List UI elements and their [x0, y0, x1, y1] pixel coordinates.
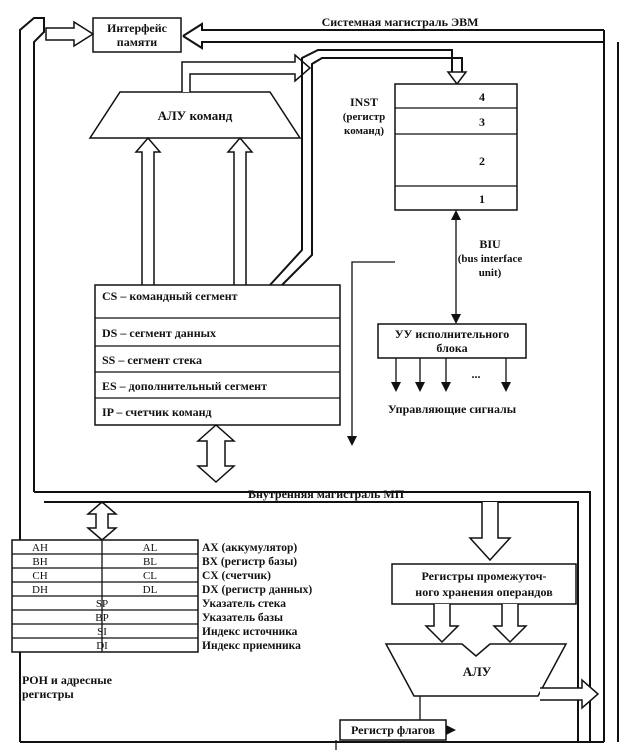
- segment-registers-block: [94, 284, 341, 426]
- gp-sp: SP: [96, 598, 108, 610]
- memory-interface-label-1: Интерфейс: [107, 21, 168, 35]
- seg-bus-double-arrow: [196, 423, 236, 484]
- biu-label-1: BIU: [479, 237, 501, 251]
- control-unit-box: [377, 323, 527, 359]
- gp-desc-sp: Указатель стека: [202, 598, 286, 610]
- alu-commands-label: АЛУ команд: [158, 108, 233, 123]
- gp-caption-2: регистры: [22, 687, 74, 701]
- gp-caption-1: РОН и адресные: [22, 673, 113, 687]
- memory-interface-box: [92, 17, 182, 53]
- seg-reg-cs: CS – командный сегмент: [102, 289, 238, 303]
- bus-line-outer: [269, 49, 453, 286]
- outer-left-bus: [19, 17, 45, 742]
- control-unit-label-2: блока: [436, 341, 467, 355]
- gp-cl: CL: [143, 570, 157, 582]
- temp-to-alu-arrow-left: [424, 604, 460, 644]
- seg-reg-ss: SS – сегмент стека: [102, 353, 202, 367]
- inst-label-1: INST: [350, 95, 378, 109]
- temp-to-alu-arrow-right: [492, 604, 528, 644]
- temp-regs-label-1: Регистры промежуточ-: [421, 569, 546, 583]
- control-signal-arrows: [391, 358, 511, 392]
- seg-reg-es: ES – дополнительный сегмент: [102, 379, 267, 393]
- biu-label-2: (bus interface: [458, 253, 523, 265]
- seg-reg-ip: IP – счетчик команд: [102, 405, 212, 419]
- gp-dh: DH: [32, 584, 48, 596]
- inst-label-2: (регистр: [343, 111, 386, 123]
- system-bus-arrow: [182, 22, 604, 50]
- inst-cell-3: 3: [479, 115, 485, 129]
- inst-register: [394, 83, 518, 211]
- flags-register-box: [339, 719, 447, 741]
- gp-desc-bx: BX (регистр базы): [202, 556, 297, 568]
- internal-bus: [34, 491, 591, 742]
- mem-left-arrow: [45, 20, 95, 48]
- gp-desc-si: Индекс источника: [202, 626, 298, 638]
- biu-label-3: unit): [479, 267, 502, 279]
- bus-to-temp-arrow: [468, 502, 512, 562]
- gp-ch: CH: [32, 570, 47, 582]
- temp-registers-box: [391, 563, 577, 605]
- gp-registers-table: [11, 539, 199, 653]
- inst-cell-4: 4: [479, 90, 485, 104]
- gp-ah: AH: [32, 542, 48, 554]
- gp-desc-dx: DX (регистр данных): [202, 584, 312, 596]
- gp-desc-cx: CX (счетчик): [202, 570, 271, 582]
- up-arrow-right: [226, 136, 254, 285]
- cu-feedback-line: [351, 261, 395, 438]
- gp-desc-bp: Указатель базы: [202, 612, 283, 624]
- memory-interface-label-2: памяти: [117, 35, 157, 49]
- gp-si: SI: [97, 626, 107, 638]
- gp-di: DI: [96, 640, 108, 652]
- seg-reg-ds: DS – сегмент данных: [102, 326, 216, 340]
- signals-ellipsis: ...: [472, 367, 481, 381]
- gp-bp: BP: [95, 612, 108, 624]
- up-arrow-left: [134, 136, 162, 285]
- gp-bus-double-arrow: [85, 501, 119, 541]
- gp-desc-ax: AX (аккумулятор): [202, 542, 297, 554]
- gp-dl: DL: [143, 584, 158, 596]
- gp-al: AL: [143, 542, 158, 554]
- gp-bl: BL: [143, 556, 157, 568]
- internal-bus-label: Внутренняя магистраль МП: [248, 487, 405, 501]
- alu-to-inst-arrow: [181, 53, 312, 92]
- gp-desc-di: Индекс приемника: [202, 640, 301, 652]
- control-signals-label: Управляющие сигналы: [388, 402, 517, 416]
- alu-block: [384, 643, 568, 697]
- bus-line-inner: [281, 57, 463, 286]
- system-bus-label: Системная магистраль ЭВМ: [322, 15, 479, 29]
- inst-cell-1: 1: [479, 192, 485, 206]
- gp-bh: BH: [32, 556, 47, 568]
- inst-cell-2: 2: [479, 154, 485, 168]
- alu-label: АЛУ: [463, 664, 492, 679]
- temp-regs-label-2: ного хранения операндов: [415, 585, 553, 599]
- bus-to-inst-arrowhead: [446, 71, 468, 86]
- alu-output-arrow: [540, 678, 600, 710]
- inst-label-3: команд): [344, 125, 384, 137]
- alu-commands-block: [88, 91, 302, 139]
- flags-register-label: Регистр флагов: [351, 723, 435, 737]
- control-unit-label-1: УУ исполнительного: [395, 327, 510, 341]
